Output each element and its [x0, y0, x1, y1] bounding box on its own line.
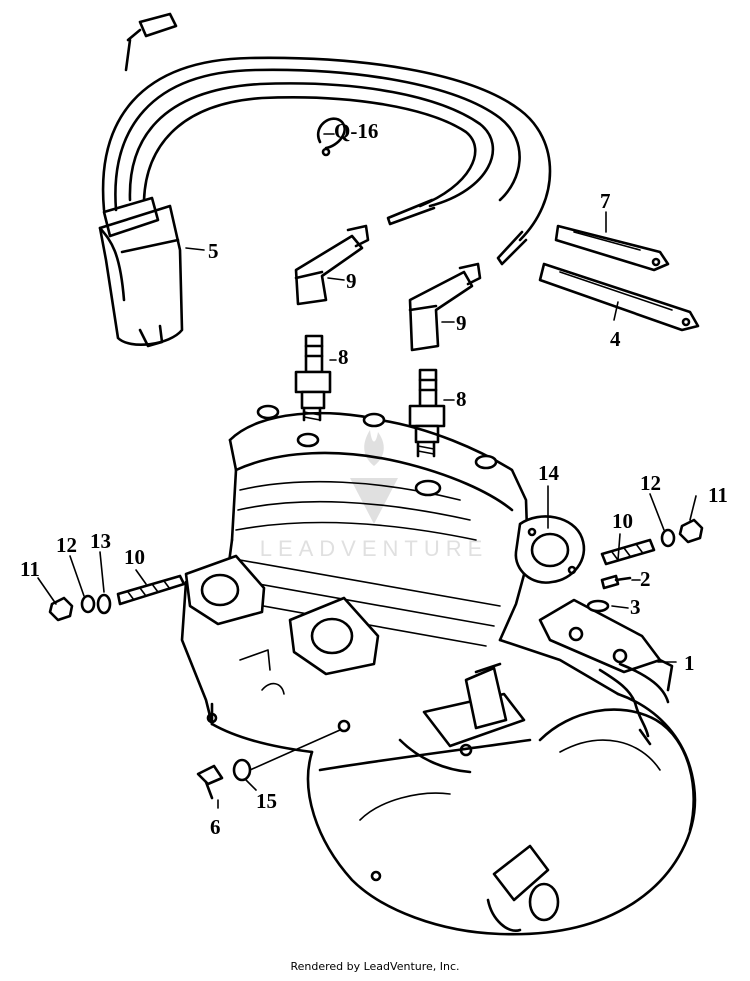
washer-left[interactable]	[96, 593, 112, 615]
lock-washer-right[interactable]	[660, 528, 676, 548]
callouts: 1 2 3 4 5 6 7 8 8 9 9 10 10 11 11 12 12 …	[20, 119, 728, 839]
nut-right[interactable]	[678, 518, 704, 544]
bracket-4[interactable]	[538, 262, 700, 332]
callout-12-right[interactable]: 12	[640, 471, 661, 495]
callout-9-right[interactable]: 9	[456, 311, 467, 335]
bolt-6[interactable]	[196, 764, 224, 800]
callout-12-left[interactable]: 12	[56, 533, 77, 557]
leader-lines	[37, 133, 697, 809]
callout-10-right[interactable]: 10	[612, 509, 633, 533]
stud-right[interactable]	[600, 538, 656, 566]
callout-7[interactable]: 7	[600, 189, 611, 213]
washer-3[interactable]	[586, 599, 610, 613]
engine	[180, 404, 697, 936]
watermark-logo: LEADVENTURE	[260, 430, 489, 561]
ignition-coil[interactable]	[98, 12, 552, 348]
callout-3[interactable]: 3	[630, 595, 641, 619]
callout-13[interactable]: 13	[90, 529, 111, 553]
callout-4[interactable]: 4	[610, 327, 621, 351]
stud-left[interactable]	[116, 574, 186, 606]
screw-2[interactable]	[600, 574, 632, 590]
washer-15[interactable]	[232, 758, 252, 782]
lock-washer-left[interactable]	[80, 594, 96, 614]
callout-8-right[interactable]: 8	[456, 387, 467, 411]
callout-6[interactable]: 6	[210, 815, 221, 839]
callout-11-left[interactable]: 11	[20, 557, 40, 581]
clip[interactable]	[316, 117, 346, 157]
callout-1[interactable]: 1	[684, 651, 695, 675]
callout-10-left[interactable]: 10	[124, 545, 145, 569]
footer-credit: Rendered by LeadVenture, Inc.	[290, 960, 460, 973]
callout-8-left[interactable]: 8	[338, 345, 349, 369]
callout-2[interactable]: 2	[640, 567, 651, 591]
callout-14[interactable]: 14	[538, 461, 560, 485]
plug-cap-right[interactable]	[408, 262, 482, 352]
callout-16[interactable]: Q-16	[334, 119, 378, 143]
spark-plug-right[interactable]	[408, 368, 446, 458]
callout-11-right[interactable]: 11	[708, 483, 728, 507]
pickup-assembly[interactable]	[538, 598, 674, 746]
bracket-7[interactable]	[554, 224, 670, 272]
callout-9-left[interactable]: 9	[346, 269, 357, 293]
spark-plug-left[interactable]	[294, 334, 332, 422]
plug-cap-left[interactable]	[294, 224, 370, 306]
callout-15[interactable]: 15	[256, 789, 277, 813]
watermark-text: LEADVENTURE	[260, 536, 489, 561]
callout-5[interactable]: 5	[208, 239, 219, 263]
